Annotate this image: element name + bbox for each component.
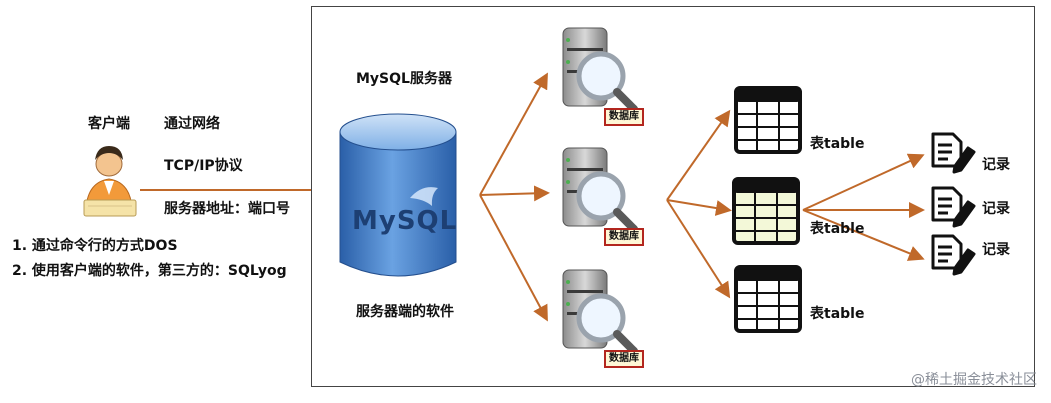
record-label-3: 记录: [982, 242, 1010, 258]
server-title: MySQL服务器: [356, 71, 452, 87]
database-badge-3: 数据库: [604, 350, 644, 368]
table-label-3: 表table: [810, 306, 865, 322]
network-label: 通过网络: [164, 116, 220, 132]
client-method-2: 2. 使用客户端的软件，第三方的：SQLyog: [12, 263, 287, 279]
protocol-label: TCP/IP协议: [164, 158, 243, 174]
record-label-2: 记录: [982, 201, 1010, 217]
client-title: 客户端: [88, 116, 130, 132]
server-software-label: 服务器端的软件: [356, 304, 454, 320]
server-frame: [311, 6, 1035, 387]
mysql-logo-text: MySQL: [352, 206, 458, 236]
database-badge-1: 数据库: [604, 108, 644, 126]
address-label: 服务器地址：端口号: [164, 201, 290, 217]
table-label-2: 表table: [810, 221, 865, 237]
watermark-text: @稀土掘金技术社区: [911, 372, 1037, 388]
database-badge-2: 数据库: [604, 228, 644, 246]
client-method-1: 1. 通过命令行的方式DOS: [12, 238, 178, 254]
record-label-1: 记录: [982, 157, 1010, 173]
table-label-1: 表table: [810, 136, 865, 152]
